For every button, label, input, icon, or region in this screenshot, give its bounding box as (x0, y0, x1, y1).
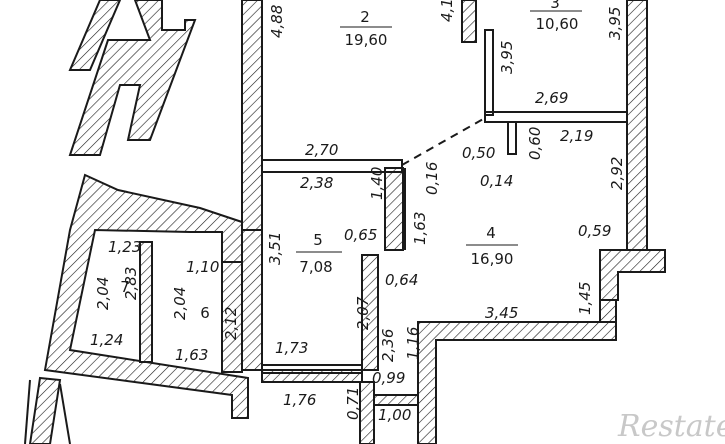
dim-2-70: 2,70 (305, 141, 338, 159)
dim-0-14: 0,14 (480, 172, 513, 190)
dim-1-40: 1,40 (368, 167, 386, 200)
thin-lines (24, 29, 628, 444)
dim-2-36: 2,36 (379, 329, 397, 362)
partition-060 (507, 121, 517, 155)
watermark-logo: Restate (617, 409, 725, 444)
dim-2-12: 2,12 (222, 307, 240, 340)
dim-3-51: 3,51 (266, 232, 284, 265)
dim-2-04-a: 2,04 (94, 277, 112, 310)
wall-bottom-corridor (261, 369, 363, 383)
wall-bottom-stub-071 (359, 381, 375, 444)
dim-0-60: 0,60 (526, 127, 544, 160)
dim-3-45: 3,45 (485, 304, 518, 322)
room-5-number: 5 (313, 231, 323, 249)
dim-3-95-a: 3,95 (498, 41, 516, 74)
wall-rooms67-mid (139, 241, 153, 363)
room-2-number: 2 (360, 8, 370, 26)
dim-0-65: 0,65 (344, 226, 377, 244)
dim-0-64: 0,64 (385, 271, 418, 289)
dim-1-45: 1,45 (576, 282, 594, 315)
wall-top-left-pillar (68, 0, 197, 156)
wall-column-140 (384, 167, 404, 251)
dim-1-73: 1,73 (275, 339, 308, 357)
dim-2-07: 2,07 (354, 296, 372, 330)
wall-top-left-strip (68, 0, 122, 71)
wall-room5-left (241, 229, 263, 371)
dim-1-63: 1,63 (411, 212, 429, 245)
room-labels: 2 19,60 3 10,60 4 16,90 5 7,08 6 7 (120, 0, 582, 322)
dim-0-16: 0,16 (423, 162, 441, 195)
dim-1-00: 1,00 (378, 406, 411, 424)
dim-4-1: 4,1 (438, 0, 456, 22)
partition-270 (261, 159, 403, 173)
dim-1-63-b: 1,63 (175, 346, 208, 364)
walls (28, 0, 666, 444)
dim-2-04-b: 2,04 (171, 287, 189, 320)
room-6-number: 6 (200, 304, 210, 322)
dim-0-50: 0,50 (462, 144, 495, 162)
dim-1-76: 1,76 (283, 391, 316, 409)
wall-right-outer (626, 0, 648, 251)
wall-room5-right-stub (361, 254, 379, 371)
wall-right-step (599, 249, 666, 301)
dim-2-38: 2,38 (300, 174, 333, 192)
balcony-line-1 (24, 379, 31, 444)
dim-1-23: 1,23 (108, 238, 141, 256)
dim-0-99: 0,99 (372, 369, 405, 387)
dim-2-19: 2,19 (560, 127, 593, 145)
partition-269 (484, 111, 628, 123)
dashed-opening (401, 117, 486, 166)
room-5-area: 7,08 (299, 258, 332, 276)
room-7-number: 7 (120, 278, 130, 296)
room-3-area: 10,60 (536, 15, 579, 33)
wall-rooms67-right (221, 261, 243, 373)
partition-3 (484, 29, 494, 116)
dim-1-16: 1,16 (404, 327, 422, 360)
balcony-line-2 (59, 383, 71, 444)
partition-173 (261, 364, 363, 374)
wall-rooms67-outer (43, 173, 249, 419)
wall-2-3-divider (461, 0, 477, 43)
dimension-labels: 4,88 4,1 3,95 3,95 2,69 0,50 0,60 2,19 2… (90, 0, 626, 424)
wall-bottom-stub-100 (373, 394, 419, 406)
dim-2-83: 2,83 (122, 267, 140, 300)
dim-3-95-b: 3,95 (606, 7, 624, 40)
dim-2-69: 2,69 (535, 89, 568, 107)
wall-balcony-left (28, 376, 62, 444)
room-4-number: 4 (486, 224, 496, 242)
dim-2-92: 2,92 (608, 157, 626, 190)
room-2-area: 19,60 (345, 31, 388, 49)
wall-bottom-right (417, 321, 617, 444)
dim-0-59: 0,59 (578, 222, 611, 240)
wall-room2-left (241, 0, 263, 231)
dim-4-88: 4,88 (268, 5, 286, 38)
room-3-number: 3 (550, 0, 560, 12)
dim-1-24: 1,24 (90, 331, 123, 349)
room-4-area: 16,90 (471, 250, 514, 268)
dim-1-10: 1,10 (186, 258, 219, 276)
dim-0-71: 0,71 (344, 387, 362, 420)
